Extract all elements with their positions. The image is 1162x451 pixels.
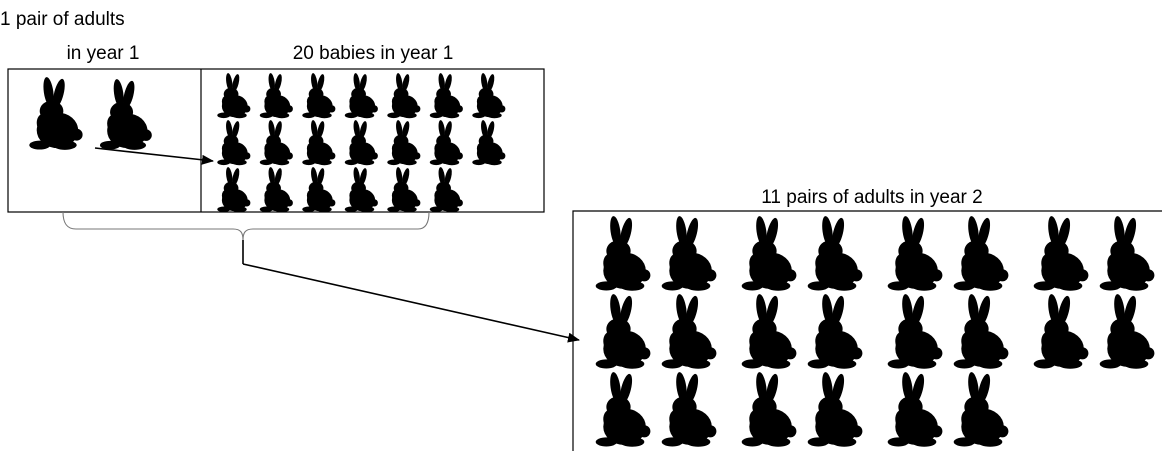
rabbit-icon [217,73,251,119]
rabbit-icon [1033,216,1089,291]
rabbit-icon [429,73,463,119]
year2-panel [572,210,1162,451]
rabbit-icon [217,167,251,213]
rabbit-icon [344,120,378,166]
rabbit-icon [29,77,83,150]
rabbit-icon [387,73,421,119]
rabbit-icon [387,120,421,166]
adults-year1-label-line1: 1 pair of adults [0,9,125,30]
rabbit-icon [887,216,943,291]
rabbit-icon [807,294,863,369]
next-year-arrow [242,263,580,343]
rabbit-icon [741,216,797,291]
rabbit-icon [741,372,797,447]
rabbit-icon [302,120,336,166]
grouping-brace [62,211,430,241]
rabbit-icon [661,294,717,369]
rabbit-icon [1099,216,1155,291]
rabbit-icon [741,294,797,369]
adults-year1-group [29,77,152,150]
rabbit-icon [953,372,1009,447]
rabbit-icon [595,294,651,369]
rabbit-icon [429,167,463,213]
babies-year1-label: 20 babies in year 1 [293,43,454,64]
rabbit-icon [259,73,293,119]
rabbit-icon [387,167,421,213]
rabbit-icon [344,73,378,119]
rabbit-icon [99,79,152,150]
rabbit-icon [1033,294,1089,369]
rabbit-icon [807,372,863,447]
rabbit-icon [472,73,506,119]
rabbit-icon [807,216,863,291]
rabbit-icon [887,372,943,447]
adults-year1-label-line2: in year 1 [67,43,140,64]
rabbit-icon [344,167,378,213]
year1-panel [7,68,545,213]
rabbit-icon [595,372,651,447]
rabbit-icon [953,294,1009,369]
rabbit-icon [887,294,943,369]
rabbit-icon [661,216,717,291]
babies-year1-group [217,73,506,213]
rabbit-icon [259,167,293,213]
rabbit-icon [472,120,506,166]
adults-year2-group [595,216,1155,447]
rabbit-icon [302,73,336,119]
rabbit-icon [661,372,717,447]
rabbit-icon [302,167,336,213]
reproduction-arrow [94,147,214,165]
rabbit-icon [429,120,463,166]
rabbit-icon [259,120,293,166]
adults-year2-label: 11 pairs of adults in year 2 [761,187,982,208]
rabbit-icon [953,216,1009,291]
rabbit-icon [217,120,251,166]
rabbit-icon [1099,294,1155,369]
rabbit-icon [595,216,651,291]
